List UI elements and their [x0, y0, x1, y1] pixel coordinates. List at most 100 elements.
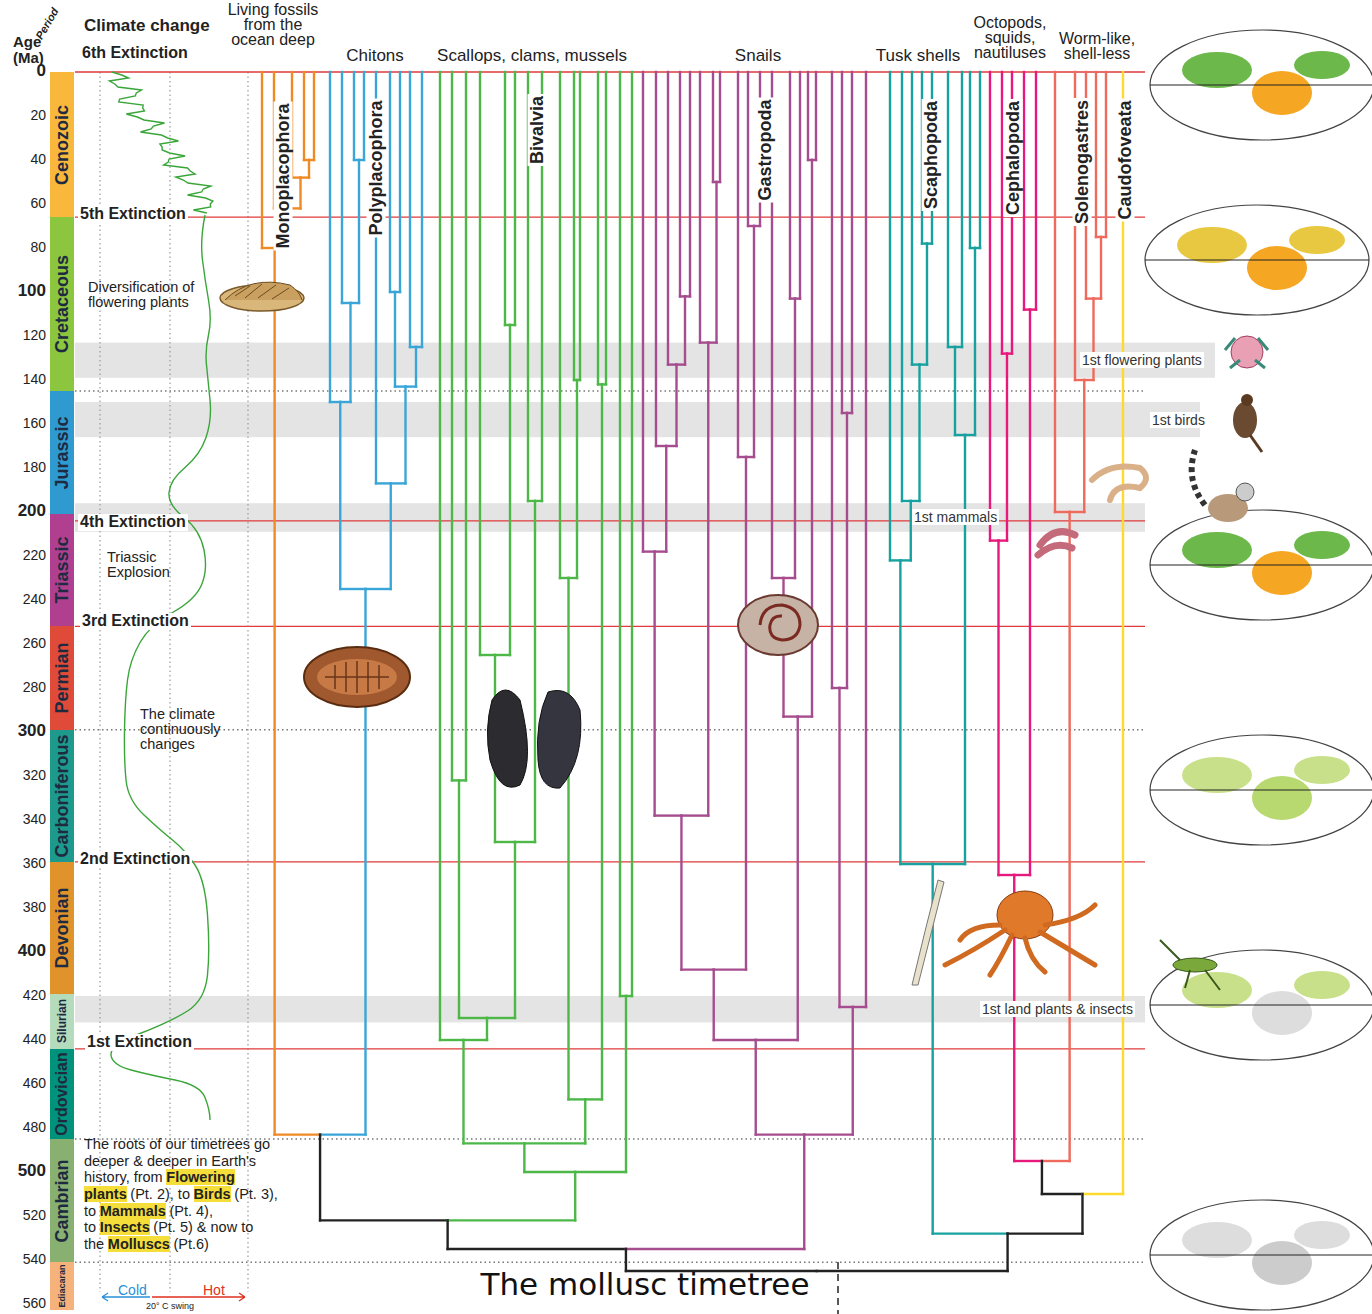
bird-drawing — [1233, 402, 1257, 438]
branch-line — [965, 434, 975, 436]
branch-line — [655, 550, 667, 552]
worm-mollusc-drawing — [1092, 467, 1146, 501]
climate-curve — [109, 72, 212, 213]
branch-line — [404, 387, 406, 484]
bird-drawing — [1233, 394, 1262, 452]
clade-name: Gastropoda — [756, 97, 775, 202]
group-heading: Snails — [735, 47, 781, 65]
age-tick: 280 — [4, 680, 46, 695]
age-tick: 560 — [4, 1296, 46, 1311]
branch-line — [807, 72, 809, 160]
branch-line — [394, 292, 396, 387]
era-band: 1st flowering plants — [75, 343, 1215, 378]
age-tick: 40 — [4, 152, 46, 167]
age-tick: 180 — [4, 460, 46, 475]
branch-line — [579, 72, 581, 380]
branch-line — [675, 365, 677, 446]
branch-line — [999, 874, 1015, 876]
branch-line — [747, 72, 749, 226]
branch-line — [911, 72, 913, 365]
branch-line — [421, 72, 423, 347]
age-tick: 340 — [4, 812, 46, 827]
era-band — [75, 402, 1200, 437]
branch-line — [714, 968, 746, 970]
era-band: 1st land plants & insects — [75, 996, 1145, 1022]
branch-line — [366, 588, 391, 590]
paleo-map — [1252, 991, 1312, 1035]
branch-line — [569, 1098, 586, 1100]
branch-line — [415, 347, 417, 387]
band-label: 1st land plants & insects — [980, 1001, 1135, 1017]
branch-line — [575, 1171, 626, 1173]
period-band: Ediacaran — [50, 1262, 74, 1310]
worm-mollusc-drawing — [1038, 467, 1146, 556]
branch-line — [585, 1098, 602, 1100]
chiton-drawing — [317, 659, 397, 695]
branch-line — [376, 482, 391, 484]
branch-line — [712, 72, 714, 182]
branch-line — [523, 1143, 525, 1172]
group-heading: Scallops, clams, mussels — [437, 47, 627, 65]
era-band — [75, 343, 1215, 378]
branch-line — [1083, 380, 1085, 512]
note-paragraph: The roots of our timetrees go deeper & d… — [84, 1136, 279, 1253]
insect-drawing — [1160, 940, 1220, 990]
branch-line — [681, 814, 708, 816]
period-name: Permian — [52, 643, 73, 714]
branch-line — [465, 72, 467, 780]
branch-line — [340, 588, 365, 590]
branch-line — [495, 841, 515, 843]
branch-line — [559, 72, 561, 578]
branch-line — [619, 72, 621, 996]
branch-line — [576, 380, 578, 578]
period-band: Ordovician — [50, 1049, 74, 1139]
paleo-map — [1182, 1222, 1252, 1258]
branch-line — [275, 1133, 320, 1135]
age-tick: 440 — [4, 1032, 46, 1047]
branch-line — [933, 863, 965, 865]
branch-line — [1068, 512, 1070, 1161]
paleo-map — [1150, 565, 1372, 566]
lemur-drawing — [1192, 450, 1205, 505]
paleo-map — [1182, 532, 1252, 568]
branch-line — [772, 577, 784, 579]
label: The climate continuously changes — [140, 707, 240, 753]
branch-line — [391, 482, 406, 484]
branch-line — [974, 248, 976, 435]
branch-line — [464, 1142, 525, 1144]
branch-line — [330, 401, 340, 403]
branch-line — [1122, 72, 1124, 1194]
era-band: 1st birds — [75, 402, 1200, 437]
period-name: Ediacaran — [57, 1265, 67, 1308]
branch-line — [440, 1039, 464, 1041]
label: Climate change — [84, 17, 210, 35]
branch-line — [409, 72, 411, 347]
branch-line — [1084, 379, 1093, 381]
highlight-text: Mammals — [100, 1203, 166, 1219]
period-band: Devonian — [50, 862, 74, 994]
branch-line — [901, 72, 903, 501]
mussel-drawing — [537, 690, 580, 788]
branch-line — [831, 72, 833, 688]
branch-line — [902, 500, 911, 502]
label: Period — [34, 6, 61, 41]
paleo-map — [1252, 551, 1312, 595]
branch-line — [459, 1017, 487, 1019]
branch-line — [803, 1135, 805, 1249]
note-text: (Pt.6) — [173, 1236, 208, 1252]
chiton-drawing — [325, 661, 389, 693]
label: Cold — [118, 1283, 147, 1298]
paleo-map — [1182, 757, 1252, 793]
label: 2nd Extinction — [78, 851, 192, 868]
label: Triassic Explosion — [107, 550, 179, 580]
branch-line — [584, 1099, 586, 1143]
branch-line — [303, 72, 305, 160]
branch-line — [1105, 72, 1107, 237]
branch-line — [900, 863, 932, 865]
mussel-drawing — [487, 690, 580, 788]
extinction-line — [75, 1048, 1145, 1049]
period-band: Cretaceous — [50, 217, 74, 391]
age-tick: 520 — [4, 1208, 46, 1223]
branch-line — [339, 402, 341, 589]
branch-line — [680, 816, 682, 970]
